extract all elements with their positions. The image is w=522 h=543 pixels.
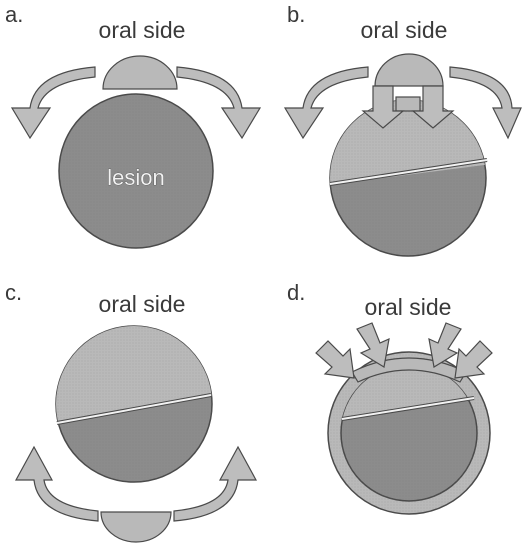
panel-c: c. oral side	[5, 280, 256, 542]
panel-title: oral side	[99, 291, 186, 317]
push-arrow	[455, 341, 492, 378]
tissue-flap	[101, 512, 171, 542]
tissue-flap	[375, 54, 443, 86]
panel-title: oral side	[361, 17, 448, 43]
lesion-label: lesion	[107, 165, 164, 190]
connector-bar	[396, 97, 420, 111]
push-arrow	[357, 323, 389, 367]
lesion-texture	[56, 326, 212, 482]
lesion-texture	[330, 100, 486, 256]
panel-title: oral side	[365, 294, 452, 320]
panel-letter: b.	[287, 2, 305, 27]
panel-letter: a.	[5, 2, 23, 27]
panel-b: b. oral side	[285, 2, 521, 256]
panel-title: oral side	[99, 17, 186, 43]
panel-letter: d.	[287, 280, 305, 305]
push-arrow	[316, 341, 354, 378]
panel-d: d. oral side	[287, 280, 492, 514]
tissue-flap	[103, 56, 177, 89]
push-arrow	[429, 323, 461, 367]
panel-letter: c.	[5, 280, 22, 305]
panel-a: a. oral side lesion	[5, 2, 260, 248]
